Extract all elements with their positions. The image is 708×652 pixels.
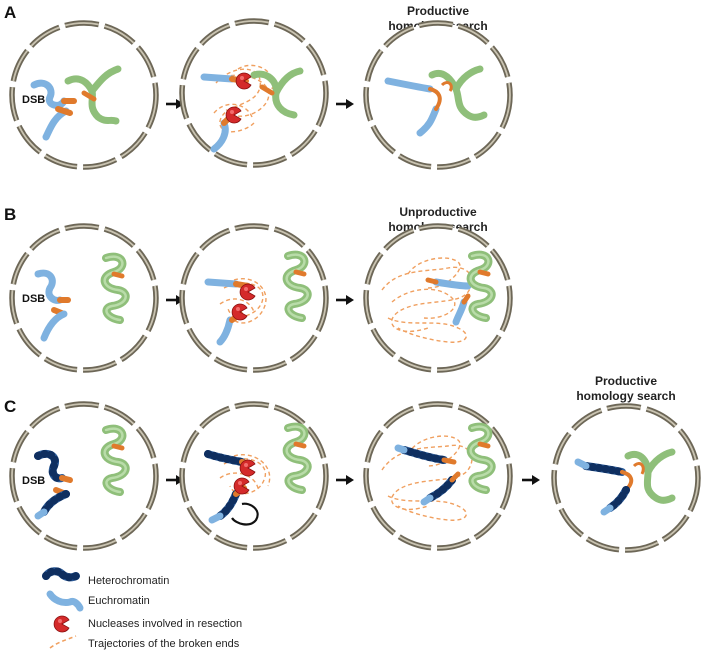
homolog-chromosome	[64, 75, 120, 125]
nucleus-c2	[182, 404, 326, 548]
euchromatin-strand	[394, 444, 408, 454]
panel-letter-a: A	[4, 3, 16, 22]
heterochromatin-strand	[400, 446, 448, 464]
euchromatin-strand	[420, 494, 434, 506]
arrow-icon	[334, 473, 356, 487]
euchromatin-strand	[200, 73, 236, 83]
arrow-icon	[334, 293, 356, 307]
homolog-orange-region	[477, 441, 491, 449]
homolog-orange-region	[81, 90, 97, 102]
outcome-label-line1: Unproductive	[399, 205, 477, 219]
euchromatin-strand	[30, 79, 68, 109]
euchromatin-strand	[216, 316, 234, 346]
homolog-chromosome	[88, 65, 122, 95]
euchromatin-strand	[208, 512, 224, 524]
legend: Heterochromatin Euchromatin Nucleases in…	[42, 567, 242, 650]
euchromatin-strand	[40, 310, 68, 342]
broken-end	[449, 471, 461, 483]
nucleus-a3	[366, 23, 510, 167]
panel-letter-c: C	[4, 397, 16, 416]
nucleus-b1: DSB	[12, 226, 156, 370]
nucleus-c1: DSB	[12, 404, 156, 548]
euchromatin-strand	[384, 77, 434, 93]
homolog-chromosome	[272, 67, 304, 97]
homolog-chromosome	[624, 451, 676, 504]
nucleus-b2	[182, 226, 326, 370]
legend-nucleases: Nucleases involved in resection	[88, 618, 242, 630]
homolog-chromosome	[428, 70, 488, 121]
dsb-label: DSB	[22, 475, 45, 487]
euchromatin-strand	[204, 278, 240, 288]
euchromatin-legend-icon	[46, 590, 84, 612]
dsb-label: DSB	[22, 293, 45, 305]
d-loop	[440, 81, 453, 92]
nucleus-c3	[366, 404, 510, 548]
panel-letter-b: B	[4, 205, 16, 224]
homolog-orange-region	[477, 269, 491, 277]
broken-end	[59, 475, 73, 483]
outcome-label-line2: homology search	[576, 389, 675, 403]
heterochromatin-legend-icon	[42, 567, 80, 582]
legend-trajectories: Trajectories of the broken ends	[88, 638, 240, 650]
homolog-chromosome	[644, 448, 676, 476]
homolog-orange-region	[259, 84, 275, 96]
nucleus-b3	[366, 226, 510, 370]
homolog-orange-region	[111, 271, 125, 279]
dsb-label: DSB	[22, 94, 45, 106]
relocation-arrow-icon	[231, 502, 259, 526]
broken-end	[428, 87, 442, 111]
nucleus-a2	[182, 21, 326, 165]
homolog-orange-region	[293, 269, 307, 277]
homolog-orange-region	[111, 443, 125, 451]
homolog-chromosome	[452, 65, 484, 93]
broken-end	[461, 293, 471, 305]
arrow-icon	[334, 97, 356, 111]
euchromatin-strand	[34, 269, 64, 304]
euchromatin-strand	[432, 278, 472, 290]
outcome-label-line1: Productive	[595, 374, 657, 388]
euchromatin-strand	[34, 508, 48, 520]
euchromatin-strand	[574, 458, 590, 470]
arrow-icon	[520, 473, 542, 487]
legend-euchromatin: Euchromatin	[88, 595, 150, 607]
legend-heterochromatin: Heterochromatin	[88, 575, 169, 587]
broken-end	[441, 457, 457, 465]
trajectory-legend-icon	[49, 635, 77, 649]
broken-end	[425, 277, 439, 285]
nucleus-a1: DSB	[12, 23, 156, 167]
euchromatin-strand	[600, 504, 614, 516]
d-loop	[632, 462, 645, 475]
broken-end	[55, 106, 73, 116]
homolog-orange-region	[293, 441, 307, 449]
euchromatin-strand	[416, 105, 440, 137]
nuclease-legend-icon	[53, 615, 70, 633]
nucleus-c4	[554, 406, 698, 550]
heterochromatin-strand	[34, 449, 66, 483]
outcome-label-line1: Productive	[407, 4, 469, 18]
